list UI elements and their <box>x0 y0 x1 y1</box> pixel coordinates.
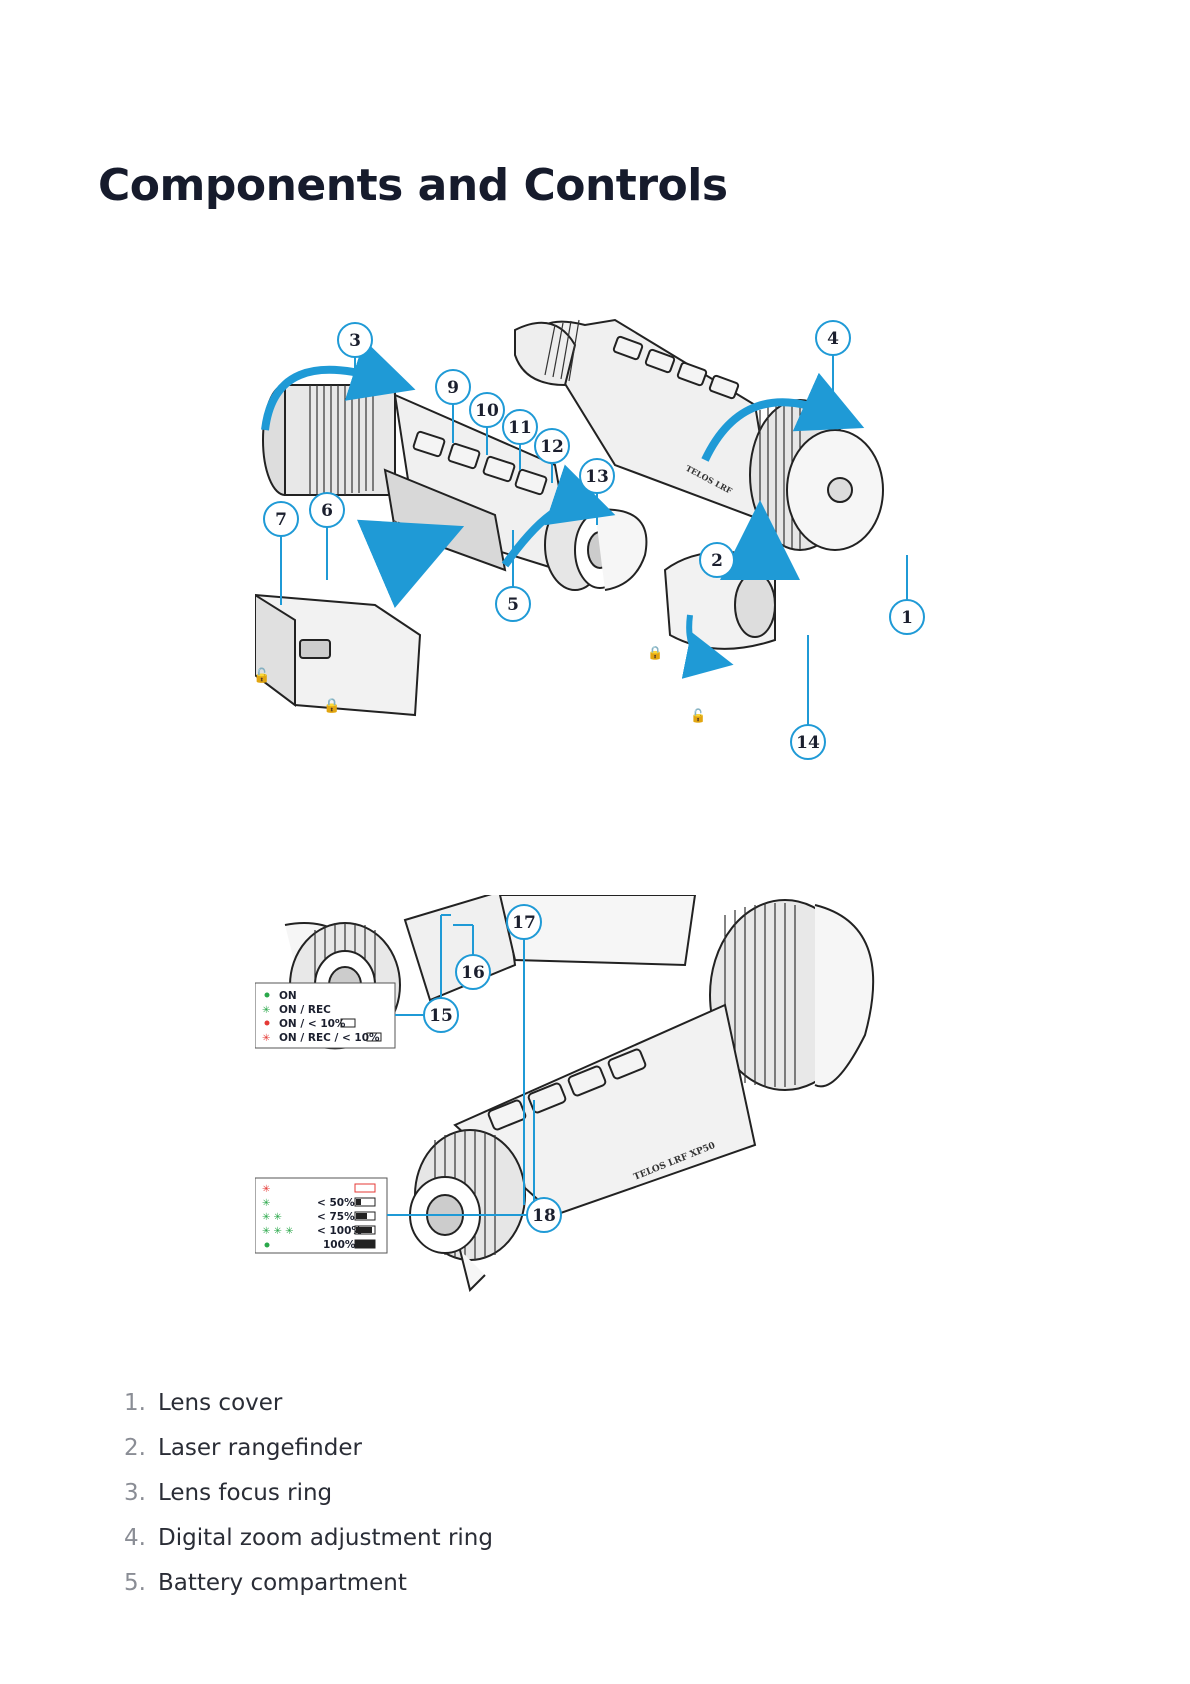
callout-1: 1 <box>890 600 924 634</box>
device-diagram-top: PULSAR 🔓 🔒 <box>255 315 935 775</box>
list-number: 3. <box>98 1480 158 1525</box>
device-diagram-bottom: TELOS LRF XP50 ON ✳ ON / REC ON / < 10% … <box>255 895 935 1375</box>
svg-text:4: 4 <box>827 329 839 349</box>
page-title: Components and Controls <box>98 160 728 211</box>
list-label: Digital zoom adjustment ring <box>158 1525 493 1570</box>
list-number: 4. <box>98 1525 158 1570</box>
list-number: 2. <box>98 1435 158 1480</box>
svg-text:✳: ✳ <box>262 1184 270 1195</box>
svg-text:9: 9 <box>447 378 459 398</box>
led-indicator-legend: ON ✳ ON / REC ON / < 10% ✳ ON / REC / < … <box>255 983 395 1048</box>
list-label: Lens focus ring <box>158 1480 332 1525</box>
svg-text:16: 16 <box>461 963 485 983</box>
svg-text:ON / < 10%: ON / < 10% <box>279 1018 346 1030</box>
svg-text:ON: ON <box>279 990 297 1002</box>
callout-4: 4 <box>816 321 850 355</box>
callout-3: 3 <box>338 323 372 357</box>
svg-text:✳: ✳ <box>262 1005 270 1016</box>
svg-text:5: 5 <box>507 595 519 615</box>
svg-text:2: 2 <box>711 551 723 571</box>
svg-text:13: 13 <box>585 467 609 487</box>
svg-text:ON / REC: ON / REC <box>279 1004 331 1016</box>
svg-text:12: 12 <box>540 437 564 457</box>
svg-text:✳ ✳ ✳: ✳ ✳ ✳ <box>262 1226 294 1237</box>
svg-text:✳: ✳ <box>262 1033 270 1044</box>
callout-16: 16 <box>456 955 490 989</box>
lock-icon: 🔒 <box>647 646 663 661</box>
svg-text:18: 18 <box>532 1206 556 1226</box>
battery-status-legend: ✳ ✳ < 50% ✳ ✳ < 75% ✳ ✳ ✳ < 100% 100% <box>255 1178 387 1253</box>
callout-6: 6 <box>310 493 344 527</box>
callout-13: 13 <box>580 459 614 493</box>
battery-pack <box>255 595 420 715</box>
svg-text:✳ ✳: ✳ ✳ <box>262 1212 282 1223</box>
svg-text:14: 14 <box>796 733 820 753</box>
svg-text:1: 1 <box>901 608 913 628</box>
list-number: 1. <box>98 1390 158 1435</box>
unlock-icon: 🔓 <box>690 708 706 724</box>
svg-text:100%: 100% <box>323 1239 356 1251</box>
callout-2: 2 <box>700 543 734 577</box>
list-item: 2.Laser rangefinder <box>98 1435 493 1480</box>
svg-text:✳: ✳ <box>262 1198 270 1209</box>
callout-18: 18 <box>527 1198 561 1232</box>
list-item: 3.Lens focus ring <box>98 1480 493 1525</box>
right-device <box>515 320 883 649</box>
callout-5: 5 <box>496 587 530 621</box>
components-list: 1.Lens cover 2.Laser rangefinder 3.Lens … <box>98 1390 493 1615</box>
svg-text:15: 15 <box>429 1006 453 1026</box>
callout-10: 10 <box>470 393 504 427</box>
callout-11: 11 <box>503 410 537 444</box>
list-number: 5. <box>98 1570 158 1615</box>
callout-15: 15 <box>424 998 458 1032</box>
svg-text:6: 6 <box>321 501 333 521</box>
svg-text:7: 7 <box>275 510 287 530</box>
svg-text:< 75%: < 75% <box>317 1211 355 1223</box>
svg-text:< 50%: < 50% <box>317 1197 355 1209</box>
callout-14: 14 <box>791 725 825 759</box>
battery-insert-arrow <box>385 545 420 560</box>
callout-17: 17 <box>507 905 541 939</box>
list-item: 1.Lens cover <box>98 1390 493 1435</box>
svg-text:3: 3 <box>349 331 361 351</box>
svg-text:10: 10 <box>475 401 499 421</box>
list-label: Laser rangefinder <box>158 1435 362 1480</box>
svg-text:11: 11 <box>508 418 532 438</box>
list-item: 4.Digital zoom adjustment ring <box>98 1525 493 1570</box>
svg-text:17: 17 <box>512 913 536 933</box>
list-label: Battery compartment <box>158 1570 407 1615</box>
list-item: 5.Battery compartment <box>98 1570 493 1615</box>
callout-7: 7 <box>264 502 298 536</box>
list-label: Lens cover <box>158 1390 282 1435</box>
svg-text:< 100%: < 100% <box>317 1225 362 1237</box>
unlock-icon: 🔓 <box>255 667 270 684</box>
svg-text:ON / REC / < 10%: ON / REC / < 10% <box>279 1032 380 1044</box>
callout-12: 12 <box>535 429 569 463</box>
lock-icon: 🔒 <box>323 698 340 714</box>
callout-9: 9 <box>436 370 470 404</box>
